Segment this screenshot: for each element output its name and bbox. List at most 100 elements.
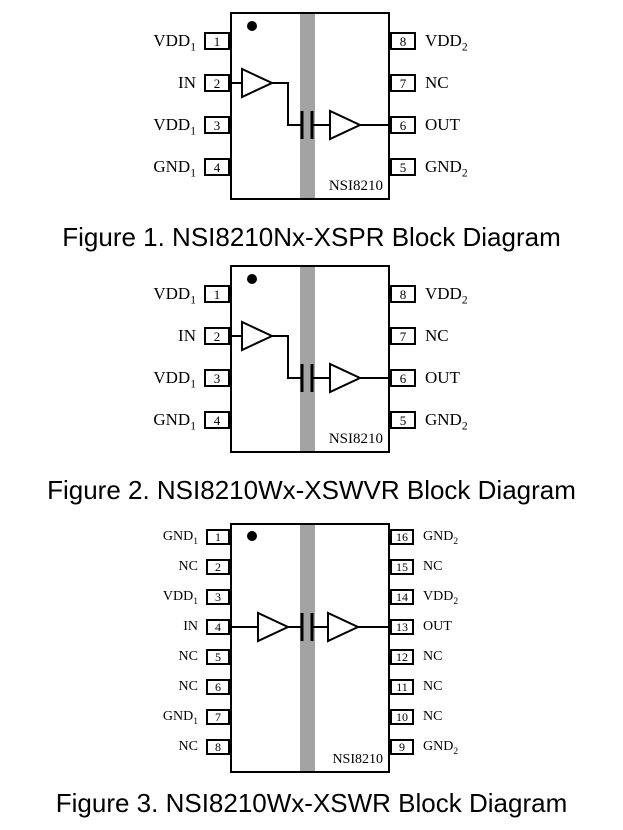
pin-label: NC — [425, 73, 449, 92]
pin-number-box: 6 — [390, 116, 416, 134]
pin-number-box: 7 — [390, 74, 416, 92]
pin-label: GND2 — [425, 157, 468, 180]
pin-row: 7 NC — [390, 73, 500, 92]
input-buffer-triangle — [241, 320, 275, 352]
pin-number-box: 1 — [204, 32, 230, 50]
pin-row: 6 OUT — [390, 368, 500, 387]
figure-caption: Figure 3. NSI8210Wx-XSWR Block Diagram — [55, 788, 568, 818]
pin-label: VDD1 — [153, 31, 196, 54]
pin-label: VDD1 — [162, 589, 198, 607]
circuit-graphic — [232, 21, 388, 141]
pin-number-box: 3 — [204, 369, 230, 387]
pin-number-box: 5 — [390, 411, 416, 429]
pin-number-box: 1 — [204, 285, 230, 303]
pin-label: NC — [178, 679, 198, 694]
pin-number-box: 8 — [390, 32, 416, 50]
pin-label: OUT — [423, 619, 452, 634]
pin-label: OUT — [425, 368, 460, 387]
pin-number-box: 4 — [204, 158, 230, 176]
pin-label: GND1 — [162, 529, 198, 547]
pin-label: GND2 — [423, 739, 459, 757]
output-buffer-triangle — [329, 109, 363, 141]
pin-number-box: 14 — [390, 589, 414, 605]
circuit-graphic — [232, 274, 388, 394]
chip-body: NSI8210 — [230, 523, 390, 773]
pin-row: 8 VDD2 — [390, 284, 500, 307]
chip-body: NSI8210 — [230, 12, 390, 200]
pin-label: IN — [178, 326, 196, 345]
input-buffer-triangle — [241, 67, 275, 99]
pin-label: IN — [178, 73, 196, 92]
pin-label: NC — [423, 679, 443, 694]
pin-number-box: 6 — [390, 369, 416, 387]
pin-row: GND1 7 — [134, 709, 230, 727]
pin1-dot — [247, 274, 257, 284]
pin-number-box: 4 — [206, 619, 230, 635]
pin-number-box: 11 — [390, 679, 414, 695]
pin-label: IN — [183, 619, 198, 634]
pin1-dot — [247, 21, 257, 31]
isolation-barrier — [300, 525, 315, 771]
pin-label: VDD1 — [153, 284, 196, 307]
pin-label: GND1 — [153, 410, 196, 433]
pin-row: 8 VDD2 — [390, 31, 500, 54]
pin-label: VDD2 — [425, 31, 468, 54]
pin-row: 5 GND2 — [390, 157, 500, 180]
pin-number-box: 5 — [390, 158, 416, 176]
pin-label: GND1 — [162, 709, 198, 727]
pin-number-box: 7 — [206, 709, 230, 725]
pin-number-box: 8 — [390, 285, 416, 303]
pin-row: VDD1 1 — [120, 284, 230, 307]
chip-part-number: NSI8210 — [328, 178, 383, 194]
pin1-dot — [247, 531, 257, 541]
pin-row: IN 4 — [134, 619, 230, 635]
pin-label: GND2 — [423, 529, 459, 547]
pin-label: NC — [178, 559, 198, 574]
pin-label: VDD1 — [153, 368, 196, 391]
pin-number-box: 9 — [390, 739, 414, 755]
output-buffer-triangle — [327, 611, 361, 643]
pin-label: VDD2 — [425, 284, 468, 307]
pin-row: 9 GND2 — [390, 739, 486, 757]
chip-part-number: NSI8210 — [328, 431, 383, 447]
chip-body: NSI8210 — [230, 265, 390, 453]
isolation-barrier — [300, 267, 315, 451]
pin-row: GND1 4 — [120, 157, 230, 180]
pin-label: GND1 — [153, 157, 196, 180]
pin-number-box: 12 — [390, 649, 414, 665]
pin-number-box: 2 — [206, 559, 230, 575]
figure-caption: Figure 1. NSI8210Nx-XSPR Block Diagram — [62, 222, 561, 252]
pin-label: VDD1 — [153, 115, 196, 138]
pin-row: NC 5 — [134, 649, 230, 665]
pin-number-box: 8 — [206, 739, 230, 755]
pin-row: 11 NC — [390, 679, 486, 695]
pin-label: NC — [423, 559, 443, 574]
pin-row: NC 2 — [134, 559, 230, 575]
pin-label: NC — [425, 326, 449, 345]
pin-label: NC — [178, 649, 198, 664]
pin-number-box: 3 — [206, 589, 230, 605]
pin-number-box: 5 — [206, 649, 230, 665]
figure-caption: Figure 2. NSI8210Wx-XSWVR Block Diagram — [47, 475, 576, 505]
pin-row: VDD1 3 — [120, 368, 230, 391]
pin-label: NC — [423, 709, 443, 724]
